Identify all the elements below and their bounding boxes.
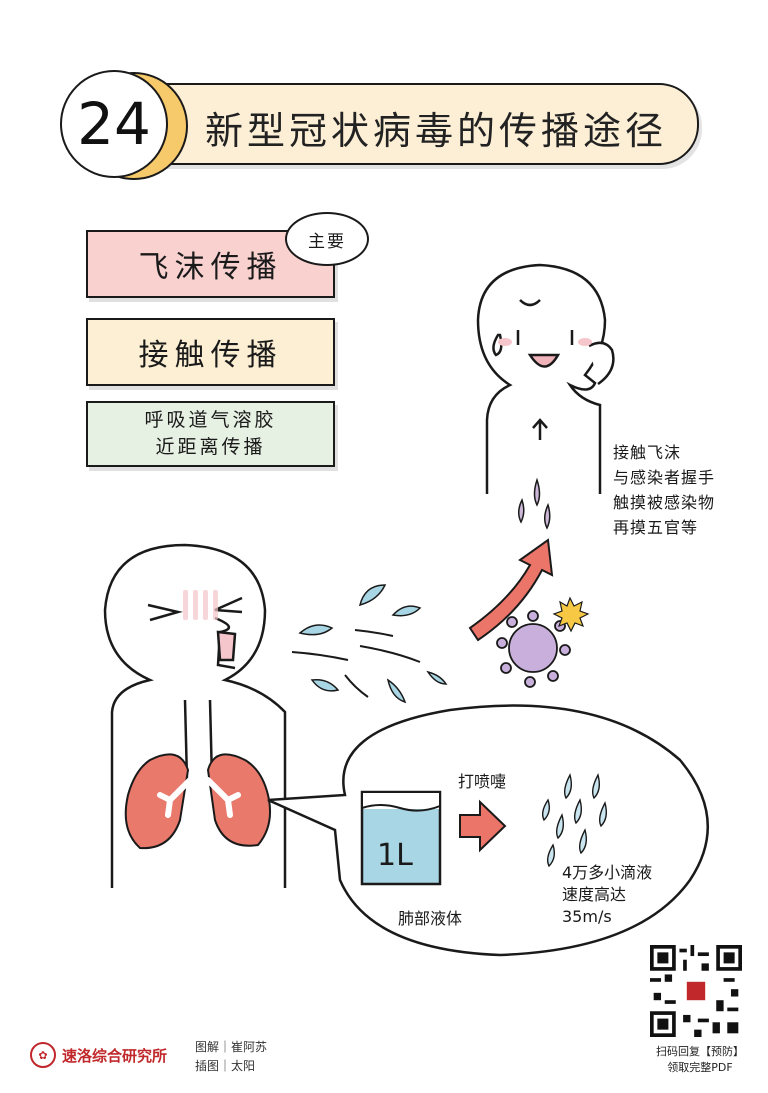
touching-face-person-icon	[476, 263, 615, 494]
credits: 图解｜崔阿苏 插图｜太阳	[195, 1038, 267, 1076]
org-logo: ✿ 速洛综合研究所	[30, 1042, 167, 1068]
virus-icon	[496, 610, 571, 688]
credit-drawing: 插图｜太阳	[195, 1059, 256, 1073]
org-name: 速洛综合研究所	[62, 1046, 168, 1065]
route-droplet-label: 飞沫传播	[138, 250, 283, 285]
credit-illustration: 图解｜崔阿苏	[195, 1040, 268, 1054]
contact-note: 接触飞沫 与感染者握手 触摸被感染物 再摸五官等	[613, 440, 715, 540]
contact-note-line: 接触飞沫	[613, 443, 682, 462]
header-banner	[150, 83, 699, 165]
curved-arrow-icon	[468, 538, 554, 642]
beaker-volume: 1L	[377, 838, 413, 873]
right-arrow-icon	[459, 799, 507, 853]
droplet-count: 4万多小滴液	[562, 863, 653, 882]
spark-icon	[552, 596, 590, 633]
chapter-badge: 24	[60, 70, 168, 178]
qr-caption: 扫码回复【预防】 领取完整PDF	[640, 1044, 760, 1076]
chapter-number: 24	[77, 90, 151, 158]
small-droplets-icon	[541, 773, 608, 868]
contact-note-line: 再摸五官等	[613, 518, 699, 537]
beaker-caption: 肺部液体	[398, 909, 463, 928]
route-contact-label: 接触传播	[138, 338, 283, 373]
main-route-tag: 主要	[285, 212, 369, 266]
route-aerosol: 呼吸道气溶胶 近距离传播	[86, 401, 335, 467]
droplet-speed-label: 速度高达	[562, 885, 627, 904]
sneeze-label: 打喷嚏	[458, 772, 507, 791]
page-title: 新型冠状病毒的传播途径	[205, 109, 668, 153]
contact-note-line: 触摸被感染物	[613, 493, 716, 512]
main-route-tag-label: 主要	[308, 231, 346, 252]
droplet-speed-value: 35m/s	[562, 907, 612, 926]
route-aerosol-line2: 近距离传播	[155, 436, 266, 458]
contact-note-line: 与感染者握手	[613, 468, 716, 487]
qr-caption-line1: 扫码回复【预防】	[656, 1045, 744, 1058]
spray-lines-icon	[291, 629, 421, 698]
org-emblem-icon: ✿	[30, 1042, 56, 1068]
qr-caption-line2: 领取完整PDF	[667, 1061, 733, 1074]
droplet-stats: 4万多小滴液 速度高达 35m/s	[562, 862, 652, 928]
route-aerosol-line1: 呼吸道气溶胶	[144, 409, 277, 431]
sneeze-droplets-icon	[298, 584, 448, 704]
route-contact: 接触传播	[86, 318, 335, 386]
contact-droplets-icon	[518, 477, 551, 530]
lungs-icon	[124, 753, 271, 850]
qr-code[interactable]	[650, 945, 742, 1037]
